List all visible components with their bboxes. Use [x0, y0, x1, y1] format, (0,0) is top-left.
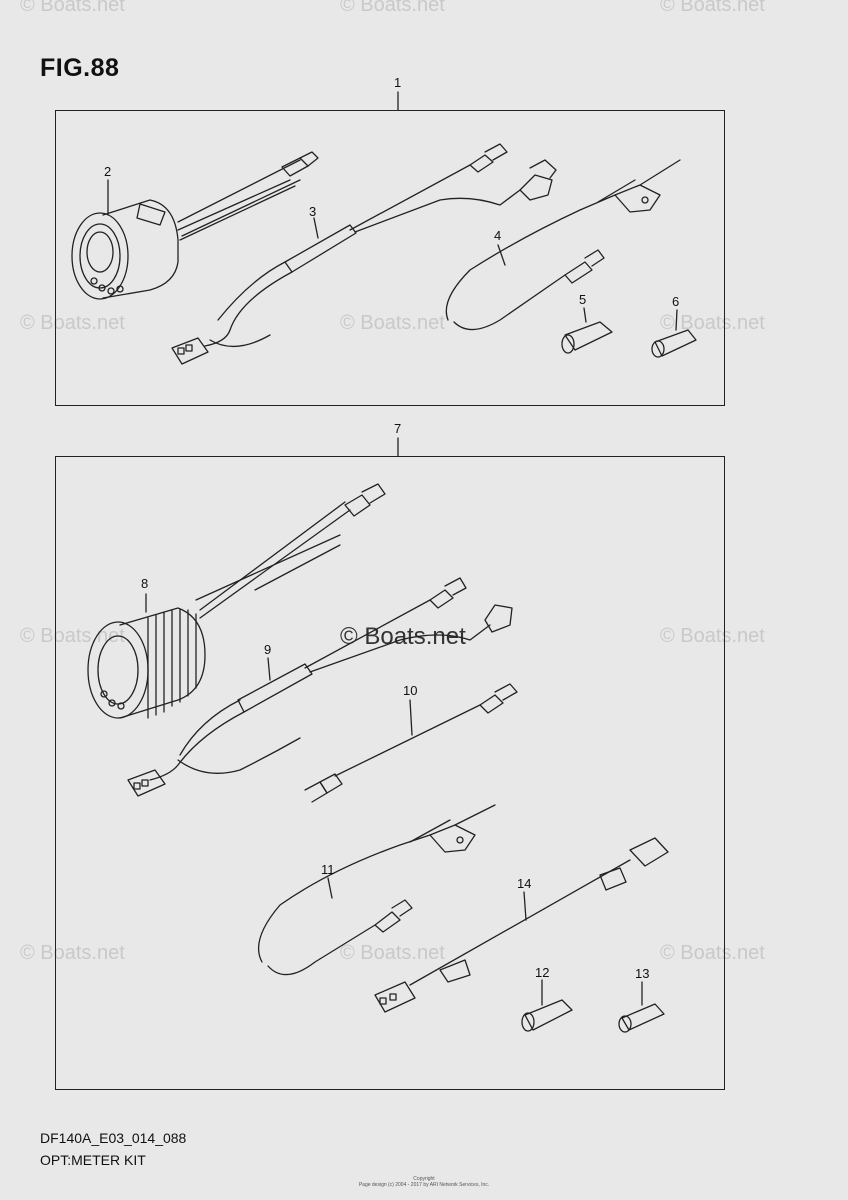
callout-4: 4	[494, 228, 501, 243]
center-watermark: © Boats.net	[340, 623, 466, 650]
callout-10: 10	[403, 683, 417, 698]
callout-8: 8	[141, 576, 148, 591]
watermark: © Boats.net	[660, 942, 765, 964]
gauge-meter-8-icon	[87, 483, 386, 719]
copyright-line-1: Copyright	[413, 1176, 435, 1182]
watermark: © Boats.net	[660, 312, 765, 334]
cable-harness-14-icon	[374, 837, 669, 1013]
cap-12-icon	[521, 999, 573, 1032]
figure-name: OPT:METER KIT	[40, 1152, 146, 1168]
watermark: © Boats.net	[340, 942, 445, 964]
leader-line-14	[523, 891, 527, 921]
copyright-line-2: Page design (c) 2004 - 2017 by ARI Netwo…	[358, 1182, 490, 1188]
callout-7: 7	[394, 421, 401, 436]
gauge-meter-2-icon	[71, 151, 319, 300]
watermark: © Boats.net	[20, 625, 125, 647]
cap-6-icon	[651, 329, 697, 358]
leader-line-10	[409, 699, 413, 736]
leader-line-11	[327, 877, 333, 899]
leader-line-9	[267, 657, 271, 681]
watermark: © Boats.net	[340, 312, 445, 334]
callout-2: 2	[104, 164, 111, 179]
callout-3: 3	[309, 204, 316, 219]
extension-cable-10-icon	[304, 683, 518, 803]
callout-6: 6	[672, 294, 679, 309]
callout-12: 12	[535, 965, 549, 980]
watermark: © Boats.net	[660, 625, 765, 647]
sensor-cable-4-icon	[445, 159, 681, 331]
leader-line-4	[497, 244, 506, 266]
callout-11: 11	[321, 862, 335, 877]
callout-14: 14	[517, 876, 531, 891]
callout-13: 13	[635, 966, 649, 981]
figure-code: DF140A_E03_014_088	[40, 1130, 187, 1146]
meter-harness-3-icon	[171, 143, 557, 365]
meter-harness-9-icon	[127, 577, 513, 797]
leader-line-6	[675, 309, 678, 331]
leader-line-5	[583, 307, 587, 323]
watermark: © Boats.net	[20, 942, 125, 964]
callout-9: 9	[264, 642, 271, 657]
watermark: © Boats.net	[20, 312, 125, 334]
watermark: © Boats.net	[340, 0, 445, 16]
leader-line-3	[313, 217, 319, 239]
watermark: © Boats.net	[20, 0, 125, 16]
callout-5: 5	[579, 292, 586, 307]
kit-panel-1	[55, 110, 725, 406]
copyright-notice: Copyright Page design (c) 2004 - 2017 by…	[0, 1176, 848, 1188]
cap-13-icon	[618, 1003, 665, 1033]
kit-panel-7	[55, 456, 725, 1090]
cap-5-icon	[561, 321, 613, 354]
watermark: © Boats.net	[660, 0, 765, 16]
callout-1: 1	[394, 75, 401, 90]
figure-title: FIG.88	[40, 54, 120, 82]
sensor-cable-11-icon	[258, 804, 496, 976]
